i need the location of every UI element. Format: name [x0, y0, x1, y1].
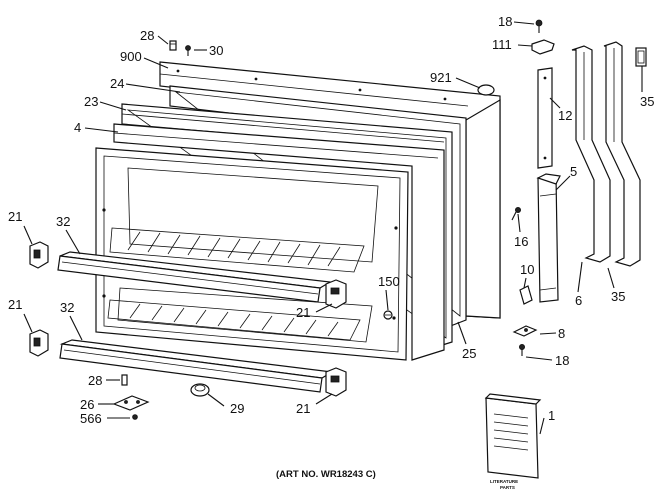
- shelf-bracket-26: [112, 395, 150, 411]
- hinge-plate-8: [512, 325, 538, 337]
- label-18-bottom: 18: [555, 353, 569, 368]
- label-21-bottom: 21: [296, 401, 310, 416]
- shelf-end-cap-right-lower: [325, 367, 347, 397]
- label-1: 1: [548, 408, 555, 423]
- hinge-bracket-5: [536, 173, 561, 303]
- door-handle-6: [571, 45, 611, 263]
- shelf-end-cap-right-upper: [325, 279, 347, 309]
- leader-lines: [23, 21, 643, 435]
- handle-cap-35: [635, 47, 647, 67]
- label-900: 900: [120, 49, 142, 64]
- label-24: 24: [110, 76, 124, 91]
- label-28-bottom: 28: [88, 373, 102, 388]
- booklet-text-line-2: PARTS: [500, 485, 515, 490]
- label-5: 5: [570, 164, 577, 179]
- hinge-cover-111: [531, 39, 555, 55]
- label-28-top: 28: [140, 28, 154, 43]
- label-25: 25: [462, 346, 476, 361]
- label-18-top: 18: [498, 14, 512, 29]
- label-12: 12: [558, 108, 572, 123]
- plug-921: [477, 84, 495, 96]
- label-32-top: 32: [56, 214, 70, 229]
- label-26: 26: [80, 397, 94, 412]
- label-35-top: 35: [640, 94, 654, 109]
- plug-29: [190, 383, 210, 397]
- label-21-left-top: 21: [8, 209, 22, 224]
- inner-door-liner: [95, 147, 409, 361]
- handle-trim-35: [603, 41, 641, 267]
- part-number-labels: 28 30 900 24 23 4 921 18 111 12 35 5 16 …: [8, 14, 654, 426]
- label-10: 10: [520, 262, 534, 277]
- screw-18-bottom: [519, 343, 526, 356]
- label-29: 29: [230, 401, 244, 416]
- screw-28-top: [169, 40, 177, 51]
- label-21-mid: 21: [296, 305, 310, 320]
- label-111: 111: [492, 37, 512, 52]
- label-4: 4: [74, 120, 81, 135]
- booklet-text-line-1: LITERATURE: [490, 479, 518, 484]
- label-23: 23: [84, 94, 98, 109]
- hinge-pin-10: [519, 285, 533, 305]
- diagram-caption: (ART NO. WR18243 C): [276, 469, 376, 480]
- screw-16: [511, 206, 522, 221]
- label-921: 921: [430, 70, 452, 85]
- label-566: 566: [80, 411, 102, 426]
- label-21-left-bottom: 21: [8, 297, 22, 312]
- screw-150: [383, 310, 393, 320]
- shelf-end-cap-left-lower: [29, 329, 49, 357]
- label-16: 16: [514, 234, 528, 249]
- handle-mount-12: [537, 67, 553, 169]
- label-35-bottom: 35: [611, 289, 625, 304]
- label-6: 6: [575, 293, 582, 308]
- inner-door-liner-edge: [113, 123, 445, 361]
- label-150: 150: [378, 274, 400, 289]
- shelf-end-cap-left-upper: [29, 241, 49, 269]
- screw-30: [185, 45, 191, 56]
- clip-28-bottom: [121, 374, 128, 386]
- literature-booklet: LITERATURE PARTS: [484, 393, 542, 490]
- screw-566: [132, 414, 138, 420]
- lower-door-shelf: [59, 339, 334, 393]
- label-8: 8: [558, 326, 565, 341]
- label-30: 30: [209, 43, 223, 58]
- label-32-bottom: 32: [60, 300, 74, 315]
- screw-18-top: [535, 19, 543, 33]
